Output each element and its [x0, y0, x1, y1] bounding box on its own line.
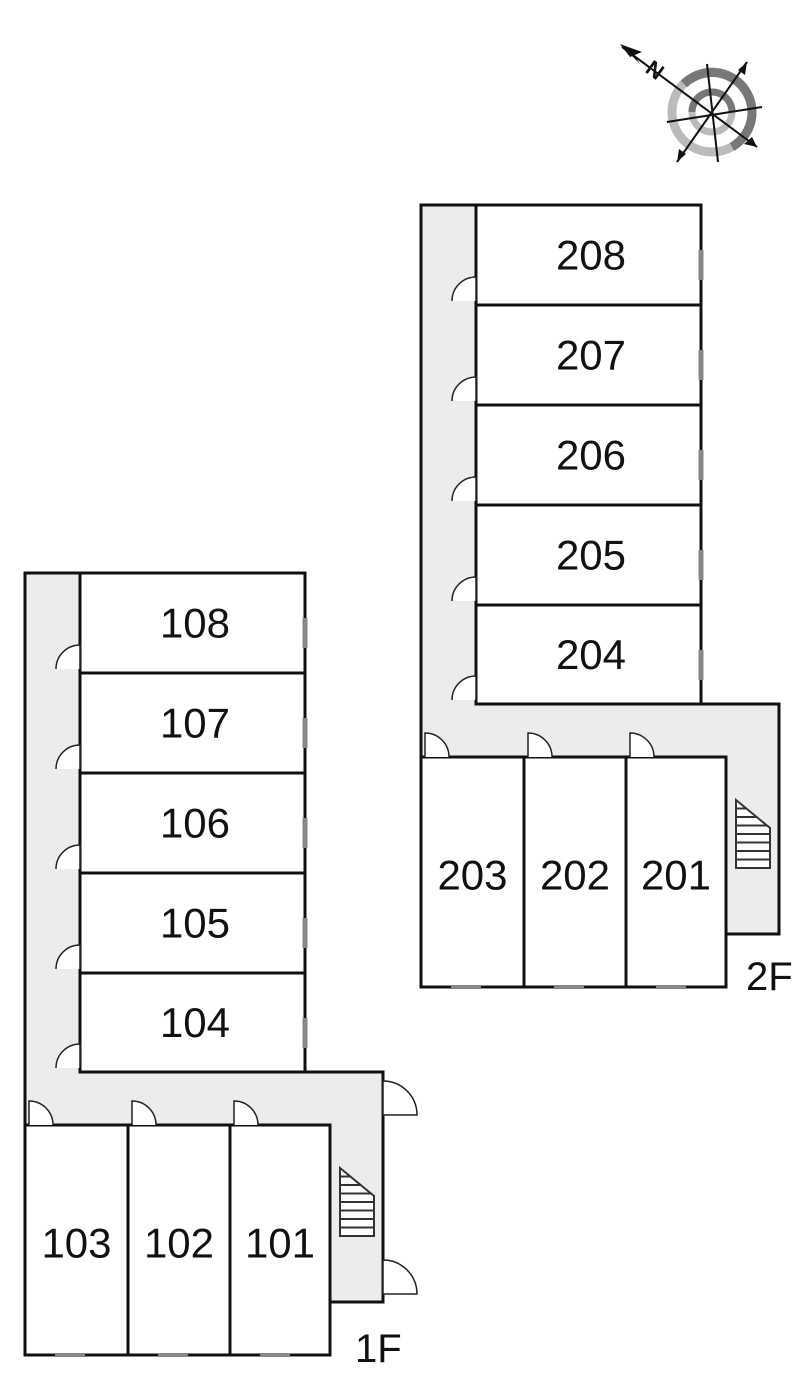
- room-203[interactable]: 203: [419, 732, 526, 989]
- room-202[interactable]: 202: [522, 732, 628, 989]
- door-icon: [451, 376, 477, 402]
- room-205[interactable]: 205: [451, 503, 704, 607]
- room-106[interactable]: 106: [55, 771, 308, 875]
- room-104[interactable]: 104: [55, 971, 308, 1074]
- north-label: N: [641, 55, 669, 85]
- room-206[interactable]: 206: [451, 403, 704, 507]
- door-icon: [451, 576, 477, 602]
- room-208[interactable]: 208: [451, 203, 704, 307]
- room-101[interactable]: 101: [228, 1100, 332, 1357]
- room-label: 207: [556, 332, 626, 379]
- door-icon: [55, 944, 81, 970]
- door-icon: [451, 276, 477, 302]
- door-icon: [424, 732, 450, 758]
- room-label: 201: [641, 852, 711, 899]
- floor-label: 1F: [355, 1327, 402, 1371]
- door-icon: [233, 1100, 259, 1126]
- door-icon: [55, 844, 81, 870]
- door-icon: [527, 732, 553, 758]
- room-label: 103: [41, 1220, 111, 1267]
- room-201[interactable]: 201: [624, 732, 728, 989]
- room-102[interactable]: 102: [126, 1100, 232, 1357]
- room-label: 208: [556, 232, 626, 279]
- room-204[interactable]: 204: [451, 603, 704, 706]
- corridor: [421, 205, 779, 934]
- room-label: 203: [437, 852, 507, 899]
- room-label: 101: [245, 1220, 315, 1267]
- room-label: 105: [160, 900, 230, 947]
- room-label: 106: [160, 800, 230, 847]
- room-label: 107: [160, 700, 230, 747]
- door-icon: [131, 1100, 157, 1126]
- room-label: 104: [160, 999, 230, 1046]
- door-icon: [55, 644, 81, 670]
- door-icon: [451, 476, 477, 502]
- door-icon: [28, 1100, 54, 1126]
- door-icon: [382, 1259, 418, 1295]
- room-108[interactable]: 108: [55, 571, 308, 675]
- room-105[interactable]: 105: [55, 871, 308, 975]
- corridor: [25, 573, 383, 1302]
- room-label: 102: [144, 1220, 214, 1267]
- door-icon: [55, 744, 81, 770]
- room-107[interactable]: 107: [55, 671, 308, 775]
- stairs-icon: [735, 797, 771, 869]
- door-icon: [55, 1043, 81, 1069]
- door-icon: [451, 675, 477, 701]
- stairs-icon: [339, 1165, 375, 1237]
- floor-2f: 208 207 206 205 204 203 202 201 2F: [419, 203, 793, 999]
- room-label: 205: [556, 532, 626, 579]
- room-label: 206: [556, 432, 626, 479]
- room-label: 108: [160, 600, 230, 647]
- room-103[interactable]: 103: [23, 1100, 130, 1357]
- floor-1f: 108 107 106 105 104 103 102 101 1F: [23, 571, 418, 1371]
- door-icon: [629, 732, 655, 758]
- compass-icon: N: [620, 44, 763, 163]
- room-label: 204: [556, 631, 626, 678]
- floor-label: 2F: [746, 955, 793, 999]
- room-207[interactable]: 207: [451, 303, 704, 407]
- room-label: 202: [540, 852, 610, 899]
- door-icon: [382, 1080, 418, 1116]
